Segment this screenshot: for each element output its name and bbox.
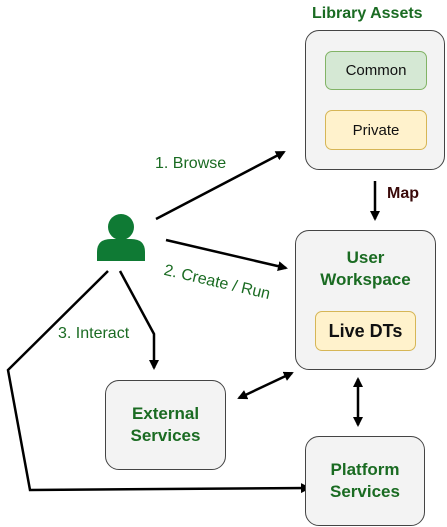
platform-services-line1: Platform [330,460,400,479]
common-chip: Common [325,51,427,90]
external-services-line1: External [131,404,200,423]
external-services-line2: Services [130,426,201,445]
live-dts-chip: Live DTs [315,311,416,351]
browse-arrow [155,150,286,221]
private-chip: Private [325,110,427,150]
interact-arrow [6,270,311,494]
user-workspace-title-line1: User [346,248,385,267]
user-workspace-title-line2: Workspace [320,270,411,289]
interact-label: 3. Interact [58,325,130,342]
platform-services-box: Platform Services [305,436,425,526]
external-workspace-arrow [237,371,294,400]
platform-services-line2: Services [330,482,400,501]
create-run-arrow [165,238,288,272]
external-services-box: External Services [105,380,226,470]
library-assets-title: Library Assets [312,5,423,22]
user-person-icon [97,214,145,261]
browse-label: 1. Browse [155,155,227,172]
map-label: Map [387,185,419,202]
user-to-external-arrow [118,270,159,370]
